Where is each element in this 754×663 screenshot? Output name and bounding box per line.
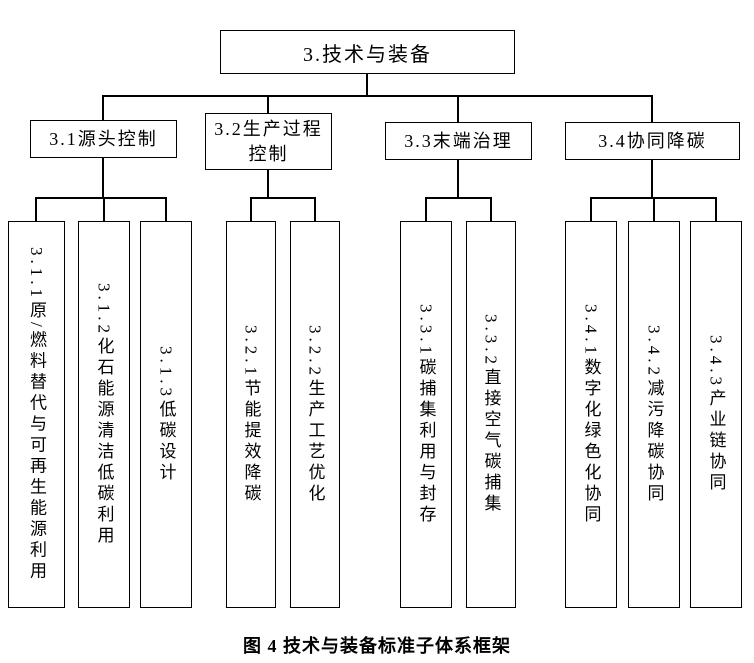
node-leaf-3-2-2: 3.2.2生产工艺优化 [290,221,340,608]
connector-line [651,95,653,122]
connector-line [366,74,368,95]
node-branch-3-3: 3.3末端治理 [385,122,532,160]
node-leaf-3-4-3-label: 3.4.3产业链协同 [706,335,726,494]
connector-line [590,197,592,221]
node-leaf-3-1-3: 3.1.3低碳设计 [140,221,192,608]
connector-line [425,197,491,199]
connector-line [457,95,459,122]
node-leaf-3-3-2-label: 3.3.2直接空气碳捕集 [481,314,501,515]
connector-line [490,197,492,221]
connector-line [102,95,104,120]
connector-line [425,197,427,221]
node-leaf-3-4-2: 3.4.2减污降碳协同 [628,221,680,608]
connector-line [35,197,37,221]
node-branch-3-3-label: 3.3末端治理 [404,130,513,151]
node-root-label: 3.技术与装备 [303,43,432,66]
node-leaf-3-2-2-label: 3.2.2生产工艺优化 [305,324,325,505]
node-branch-3-4: 3.4协同降碳 [565,122,740,160]
connector-line [165,197,167,221]
node-leaf-3-1-1-label: 3.1.1原/燃料替代与可再生能源利用 [27,246,46,583]
node-root: 3.技术与装备 [220,30,515,74]
node-leaf-3-4-2-label: 3.4.2减污降碳协同 [644,324,664,505]
node-leaf-3-2-1: 3.2.1节能提效降碳 [226,221,276,608]
connector-line [250,197,252,221]
node-branch-3-1-label: 3.1源头控制 [49,128,158,149]
figure-caption: 图 4 技术与装备标准子体系框架 [243,636,511,656]
connector-line [35,197,166,199]
connector-line [651,160,653,197]
connector-line [457,160,459,197]
node-branch-3-1: 3.1源头控制 [30,120,177,158]
node-branch-3-2-label: 3.2生产过程控制 [214,119,323,164]
node-branch-3-4-label: 3.4协同降碳 [598,130,707,151]
node-leaf-3-2-1-label: 3.2.1节能提效降碳 [241,324,261,505]
node-leaf-3-4-3: 3.4.3产业链协同 [690,221,742,608]
node-leaf-3-3-1: 3.3.1碳捕集利用与封存 [400,221,452,608]
node-leaf-3-1-1: 3.1.1原/燃料替代与可再生能源利用 [8,221,65,608]
node-leaf-3-4-1: 3.4.1数字化绿色化协同 [565,221,617,608]
node-leaf-3-4-1-label: 3.4.1数字化绿色化协同 [581,303,601,526]
connector-line [267,95,269,113]
connector-line [102,95,653,97]
node-leaf-3-3-2: 3.3.2直接空气碳捕集 [466,221,516,608]
connector-line [250,197,315,199]
connector-line [715,197,717,221]
node-leaf-3-1-2: 3.1.2化石能源清洁低碳利用 [78,221,130,608]
node-leaf-3-3-1-label: 3.3.1碳捕集利用与封存 [416,303,436,526]
connector-line [314,197,316,221]
connector-line [653,197,655,221]
node-leaf-3-1-2-label: 3.1.2化石能源清洁低碳利用 [94,282,114,547]
node-branch-3-2: 3.2生产过程控制 [205,113,332,170]
connector-line [102,158,104,197]
connector-line [267,170,269,197]
node-leaf-3-1-3-label: 3.1.3低碳设计 [156,345,176,484]
connector-line [103,197,105,221]
